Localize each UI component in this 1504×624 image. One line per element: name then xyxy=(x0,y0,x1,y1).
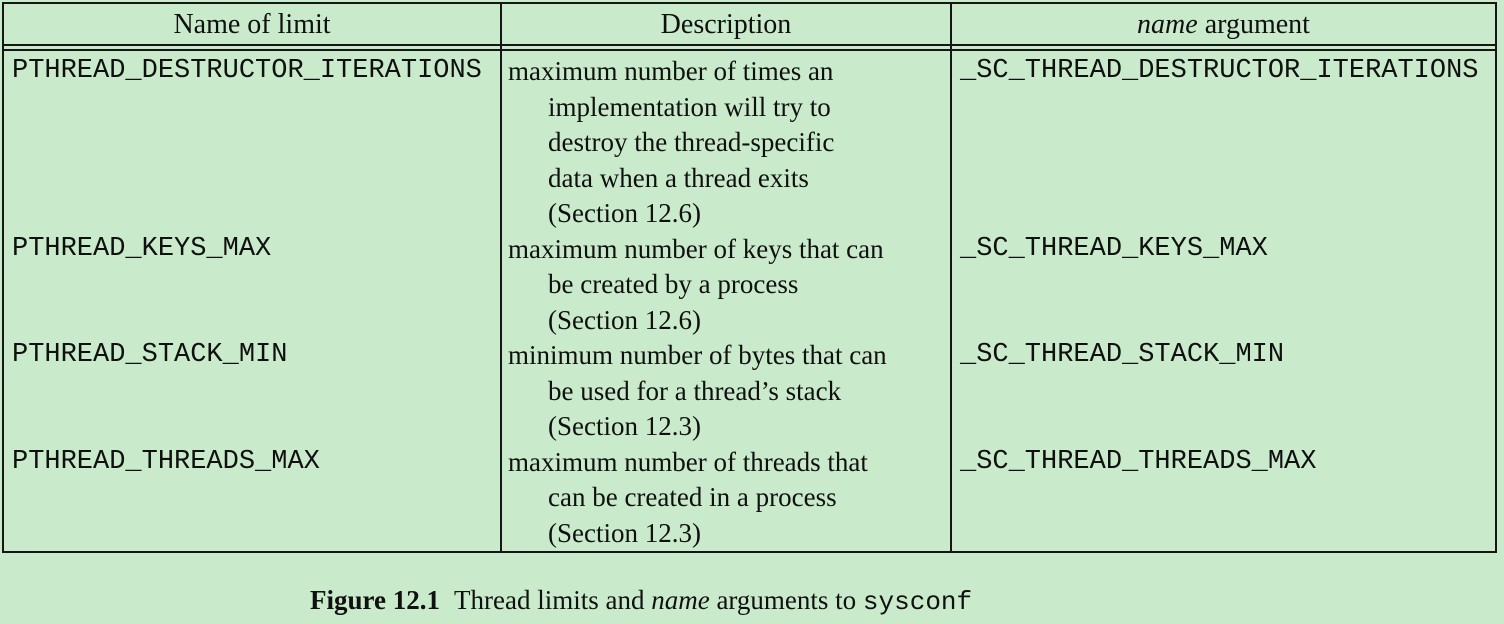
description-line: be created by a process xyxy=(548,269,799,299)
description-line: be used for a thread’s stack xyxy=(548,375,842,406)
header-name-argument: name argument xyxy=(952,4,1495,46)
double-rule-spacer xyxy=(952,46,1495,51)
header-name-argument-rest: argument xyxy=(1197,9,1310,40)
figure-caption: Figure 12.1 Thread limits and name argume… xyxy=(310,584,972,618)
limit-name-cell: PTHREAD_KEYS_MAX xyxy=(4,231,502,338)
description-line: maximum number of times an xyxy=(508,56,834,86)
name-argument-cell: _SC_THREAD_DESTRUCTOR_ITERATIONS xyxy=(960,56,1479,86)
description-line: (Section 12.3) xyxy=(548,517,701,548)
name-argument-cell: _SC_THREAD_THREADS_MAX xyxy=(960,446,1317,477)
figure-number: Figure 12.1 xyxy=(310,585,440,615)
limit-name-cell: PTHREAD_STACK_MIN xyxy=(4,338,502,445)
description-line: (Section 12.3) xyxy=(548,411,701,441)
description-line: (Section 12.6) xyxy=(548,198,701,228)
caption-text-before: Thread limits and xyxy=(454,585,652,615)
description-cell: minimum number of bytes that can be used… xyxy=(502,338,952,445)
double-rule-spacer xyxy=(4,46,502,51)
caption-text-after: arguments to xyxy=(709,585,863,615)
limit-name-cell: PTHREAD_THREADS_MAX xyxy=(4,444,502,551)
description-line: data when a thread exits xyxy=(548,162,809,193)
description-line: destroy the thread-specific xyxy=(548,127,835,157)
name-argument-cell: _SC_THREAD_KEYS_MAX xyxy=(960,233,1268,264)
thread-limits-table: Name of limit Description name argument … xyxy=(2,2,1497,553)
caption-sysconf-code: sysconf xyxy=(862,587,973,617)
description-cell: maximum number of threads that can be cr… xyxy=(502,444,952,551)
double-rule-spacer xyxy=(502,46,952,51)
description-line: maximum number of keys that can xyxy=(508,233,884,264)
header-name-argument-italic: name xyxy=(1137,9,1198,40)
header-description: Description xyxy=(502,4,952,46)
caption-name-italic: name xyxy=(651,585,710,615)
name-argument-cell: _SC_THREAD_STACK_MIN xyxy=(960,340,1285,370)
description-line: can be created in a process xyxy=(548,482,837,512)
limit-name-cell: PTHREAD_DESTRUCTOR_ITERATIONS xyxy=(4,51,502,232)
description-line: minimum number of bytes that can xyxy=(508,340,887,370)
description-line: implementation will try to xyxy=(548,91,831,122)
description-line: (Section 12.6) xyxy=(548,304,701,335)
description-cell: maximum number of keys that can be creat… xyxy=(502,231,952,338)
description-line: maximum number of threads that xyxy=(508,446,868,477)
header-name-of-limit: Name of limit xyxy=(4,4,502,46)
description-cell: maximum number of times an implementatio… xyxy=(502,51,952,232)
